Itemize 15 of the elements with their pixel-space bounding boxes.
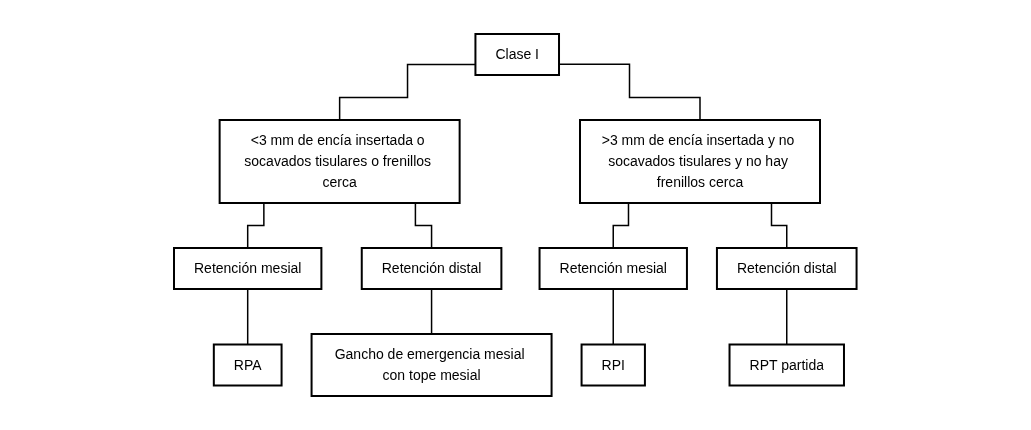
node-box: Retención distal bbox=[361, 247, 503, 290]
node-box: RPA bbox=[213, 343, 283, 387]
node-box: Retención mesial bbox=[538, 247, 689, 290]
node-box: Clase I bbox=[474, 33, 561, 76]
node-box: Retención distal bbox=[716, 247, 858, 290]
node-box: RPT partida bbox=[728, 343, 846, 387]
connector bbox=[247, 288, 249, 346]
node-box: >3 mm de encía insertada y no socavados tisulares y no hay frenillos cerca bbox=[579, 119, 822, 204]
node-box: Gancho de emergencia mesial con tope mesial bbox=[310, 333, 553, 397]
node-box: Retención mesial bbox=[173, 247, 323, 290]
node-box: <3 mm de encía insertada o socavados tisulares o frenillos cerca bbox=[218, 119, 461, 204]
connector bbox=[786, 288, 788, 346]
connector bbox=[612, 288, 615, 346]
node-box: RPI bbox=[580, 343, 647, 387]
connector bbox=[431, 288, 433, 335]
